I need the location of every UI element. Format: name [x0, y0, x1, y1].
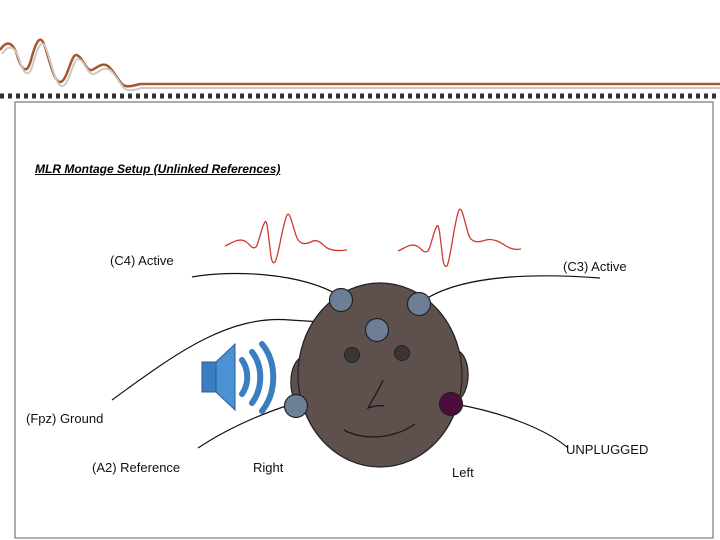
eye-right	[344, 347, 360, 363]
label-a2-reference: (A2) Reference	[92, 460, 181, 475]
electrode-c3	[406, 291, 432, 317]
lead-c4	[191, 272, 341, 297]
electrode-c4	[328, 287, 354, 313]
label-right: Right	[253, 460, 284, 475]
label-fpz-ground: (Fpz) Ground	[26, 411, 104, 426]
eye-left	[394, 345, 410, 361]
banner-wave-icon	[0, 38, 720, 88]
electrode-a2	[283, 393, 309, 419]
label-left: Left	[452, 465, 474, 480]
mouth	[343, 423, 416, 438]
head-outline	[297, 282, 463, 468]
label-unplugged: UNPLUGGED	[566, 442, 649, 457]
lead-c3	[420, 275, 601, 303]
head	[290, 282, 469, 468]
electrode-fpz	[364, 317, 390, 343]
speaker-icon	[201, 341, 277, 414]
waveform-icon	[397, 208, 522, 268]
waveform-icon	[224, 213, 348, 264]
label-c3-active: (C3) Active	[563, 259, 627, 274]
label-c4-active: (C4) Active	[110, 253, 174, 268]
lead-a2	[197, 403, 293, 449]
lead-unplugged	[454, 403, 569, 449]
nose	[366, 379, 385, 410]
slide-title: MLR Montage Setup (Unlinked References)	[35, 162, 281, 176]
electrode-unplugged	[438, 391, 464, 417]
banner	[0, 38, 720, 99]
banner-wave-shadow	[1, 42, 720, 92]
